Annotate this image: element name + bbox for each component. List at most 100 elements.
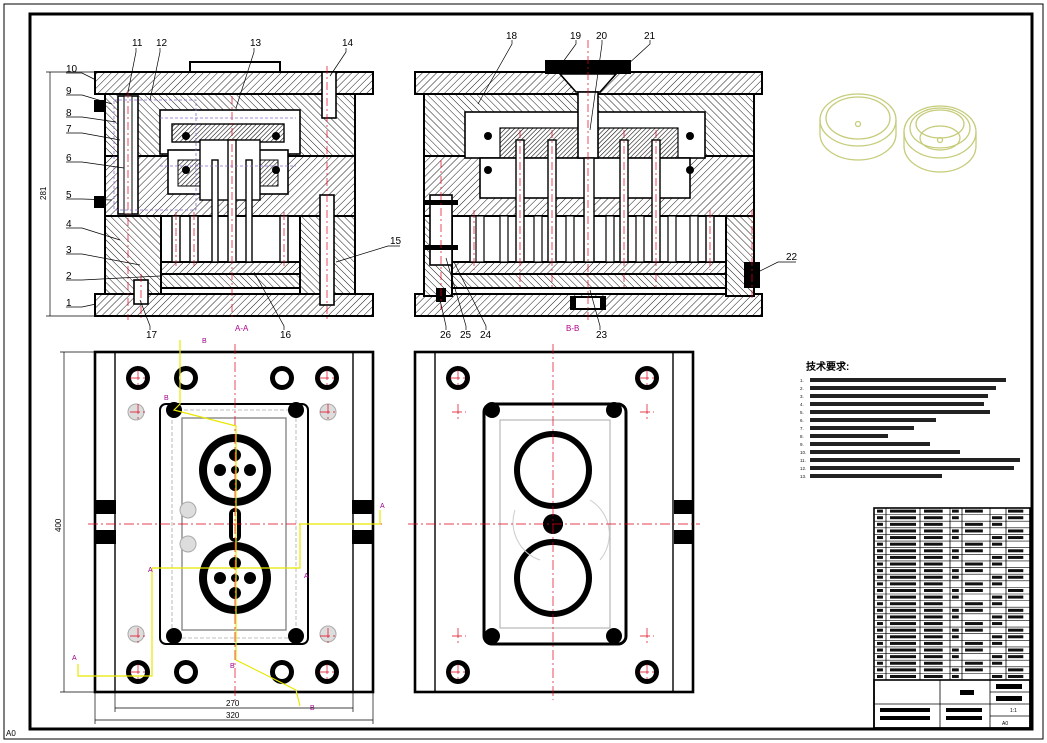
bom-cell-text: [952, 588, 959, 592]
bom-cell-text: [992, 536, 1003, 540]
part-label-11: 11: [132, 38, 143, 49]
bom-cell-text: [992, 615, 1003, 619]
leaders-left: [66, 48, 400, 330]
bom-cell-text: [890, 595, 916, 599]
technical-requirements: 技术要求: 1. 2. 3. 4. 5. 6. 7. 8. 9. 10. 11.…: [800, 360, 1020, 479]
bom-cell-text: [877, 641, 883, 645]
bom-cell-text: [965, 549, 983, 553]
bom-cell-text: [924, 602, 943, 606]
bom-cell-text: [877, 668, 883, 672]
bom-cell-text: [1008, 674, 1024, 678]
leaders-right: [439, 40, 796, 330]
bom-cell-text: [952, 536, 959, 540]
dim-400-text: 400: [54, 518, 63, 532]
bom-cell-text: [924, 661, 943, 665]
bom-cell-text: [877, 622, 883, 626]
part-label-6: 6: [66, 153, 72, 164]
bom-cell-text: [965, 588, 983, 592]
plan-view-moving-half: B B A A A A B B: [72, 338, 385, 712]
bom-cell-text: [992, 542, 1003, 546]
bom-cell-text: [965, 668, 983, 672]
bom-cell-text: [1008, 555, 1024, 559]
cut-mark-b-top: B: [202, 338, 207, 345]
part-label-20: 20: [596, 31, 608, 42]
bom-cell-text: [965, 509, 983, 513]
bom-cell-text: [924, 562, 943, 566]
bom-cell-text: [952, 674, 959, 678]
cut-mark-a-mid: A: [148, 567, 153, 574]
bom-cell-text: [890, 608, 916, 612]
bom-cell-text: [952, 608, 959, 612]
part-label-23: 23: [596, 330, 608, 341]
section-a-label: A-A: [235, 324, 249, 333]
cut-mark-a-mid2: A: [304, 573, 309, 580]
bom-cell-text: [952, 648, 959, 652]
cut-mark-a-right: A: [380, 503, 385, 510]
bom-cell-text: [877, 569, 883, 573]
part-label-4: 4: [66, 219, 72, 230]
part-label-19: 19: [570, 31, 582, 42]
bom-cell-text: [992, 622, 1003, 626]
bom-cell-text: [890, 661, 916, 665]
bom-cell-text: [890, 674, 916, 678]
bom-cell-text: [924, 582, 943, 586]
part-label-3: 3: [66, 245, 72, 256]
bom-cell-text: [965, 602, 983, 606]
tech-req-title: 技术要求:: [806, 360, 849, 373]
bom-cell-text: [924, 668, 943, 672]
bom-cell-text: [965, 569, 983, 573]
bom-cell-text: [965, 648, 983, 652]
bom-cell-text: [1008, 575, 1024, 579]
bom-cell-text: [924, 529, 943, 533]
bom-cell-text: [1008, 588, 1024, 592]
bom-cell-text: [1008, 595, 1024, 599]
bom-cell-text: [877, 635, 883, 639]
bom-cell-text: [877, 588, 883, 592]
dim-270-text: 270: [226, 699, 240, 708]
bom-cell-text: [890, 641, 916, 645]
bom-cell-text: [924, 509, 943, 513]
bom-cell-text: [924, 522, 943, 526]
bom-cell-text: [890, 536, 916, 540]
bom-cell-text: [992, 641, 1003, 645]
bom-cell-text: [924, 608, 943, 612]
part-label-16: 16: [280, 330, 292, 341]
bom-cell-text: [1008, 635, 1024, 639]
bom-cell-text: [952, 555, 959, 559]
bom-cell-text: [877, 582, 883, 586]
bom-cell-text: [877, 509, 883, 513]
bom-cell-text: [952, 668, 959, 672]
bom-cell-text: [992, 635, 1003, 639]
bom-cell-text: [1008, 536, 1024, 540]
bom-cell-text: [877, 655, 883, 659]
bom-cell-text: [877, 549, 883, 553]
bom-cell-text: [952, 628, 959, 632]
bom-cell-text: [924, 595, 943, 599]
bom-cell-text: [992, 522, 1003, 526]
part-label-26: 26: [440, 330, 452, 341]
bom-cell-text: [924, 588, 943, 592]
part-label-25: 25: [460, 330, 472, 341]
tech-req-line-6: 6.: [800, 418, 804, 423]
dim-height-section: [46, 71, 95, 317]
bom-cell-text: [965, 661, 983, 665]
bom-cell-text: [877, 595, 883, 599]
tech-req-line-12: 12.: [800, 466, 806, 471]
bom-cell-text: [877, 628, 883, 632]
bom-cell-text: [877, 661, 883, 665]
bom-cell-text: [890, 542, 916, 546]
tech-req-line-8: 8.: [800, 434, 804, 439]
sheet-size-mark: A0: [6, 729, 16, 738]
part-label-5: 5: [66, 190, 72, 201]
bom-cell-text: [1008, 509, 1024, 513]
tech-req-line-10: 10.: [800, 450, 806, 455]
tech-req-line-9: 9.: [800, 442, 804, 447]
bom-cell-text: [965, 542, 983, 546]
bom-cell-text: [992, 655, 1003, 659]
bom-cell-text: [877, 516, 883, 520]
bom-cell-text: [924, 542, 943, 546]
bom-cell-text: [890, 588, 916, 592]
bom-cell-text: [952, 635, 959, 639]
bom-cell-text: [965, 608, 983, 612]
section-b-b-view: B-B: [414, 40, 763, 333]
